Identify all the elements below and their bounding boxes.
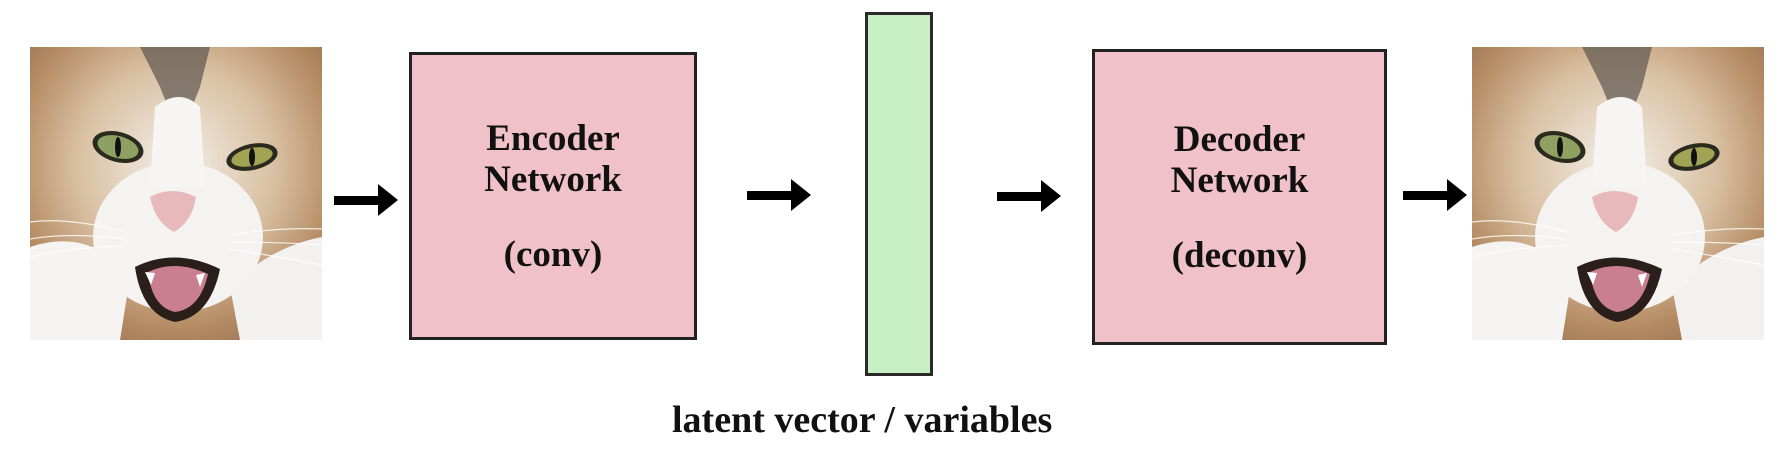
encoder-title-line1: Encoder	[486, 117, 620, 159]
arrow-decoder-to-output	[1403, 178, 1467, 212]
right-arrow-icon	[747, 179, 811, 211]
decoder-title-line2: Network	[1170, 159, 1309, 201]
cat-photo-illustration	[1472, 47, 1764, 340]
arrow-input-to-encoder	[334, 183, 398, 217]
right-arrow-icon	[334, 184, 398, 216]
encoder-network-box: Encoder Network (conv)	[409, 52, 697, 340]
right-arrow-icon	[1403, 179, 1467, 211]
encoder-title-line2: Network	[484, 158, 622, 200]
right-arrow-icon	[997, 180, 1061, 212]
cat-photo-illustration	[30, 47, 322, 340]
decoder-subtitle: (deconv)	[1171, 234, 1308, 276]
decoder-title-line1: Decoder	[1173, 118, 1306, 160]
encoder-subtitle: (conv)	[503, 233, 603, 275]
arrow-latent-to-decoder	[997, 179, 1061, 213]
latent-vector-label: latent vector / variables	[672, 399, 1053, 441]
arrow-encoder-to-latent	[747, 178, 811, 212]
output-cat-image	[1472, 47, 1764, 340]
decoder-network-box: Decoder Network (deconv)	[1092, 49, 1387, 345]
input-cat-image	[30, 47, 322, 340]
latent-vector-bar	[865, 12, 933, 376]
